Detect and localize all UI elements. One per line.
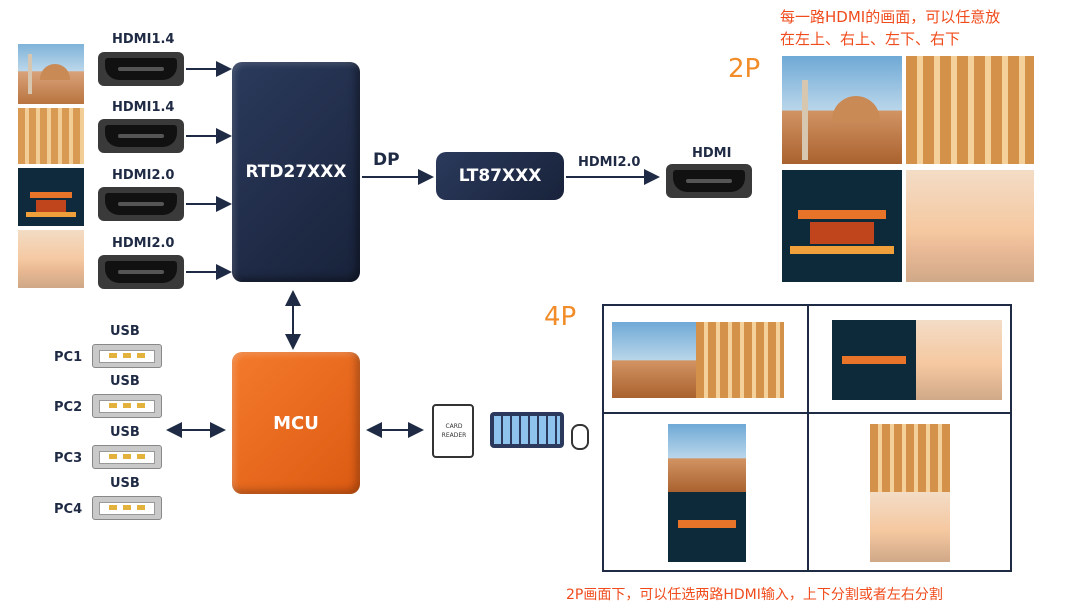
source-image-mosque bbox=[18, 44, 84, 104]
lt-chip: LT87XXX bbox=[436, 152, 564, 200]
quad-1-mosque-palace bbox=[612, 322, 784, 398]
mode-4p-label: 4P bbox=[544, 302, 577, 332]
usb-port-label-pc4: PC4 bbox=[54, 502, 83, 517]
hdmi-input-label-4: HDMI2.0 bbox=[112, 236, 175, 251]
mode-2p-label: 2P bbox=[728, 54, 761, 84]
usb-label: USB bbox=[110, 476, 140, 491]
usb-port-icon bbox=[92, 394, 162, 418]
usb-port-label-pc2: PC2 bbox=[54, 400, 83, 415]
usb-port-label-pc3: PC3 bbox=[54, 451, 83, 466]
preview-2p-mosque bbox=[782, 56, 902, 164]
usb-port-icon bbox=[92, 344, 162, 368]
usb-port-icon bbox=[92, 445, 162, 469]
lt-chip-label: LT87XXX bbox=[458, 166, 542, 186]
hdmi-input-label-1: HDMI1.4 bbox=[112, 32, 175, 47]
mcu-chip: MCU bbox=[232, 352, 360, 494]
card-reader-icon: CARD READER bbox=[432, 404, 474, 458]
dp-link-label: DP bbox=[373, 150, 400, 170]
preview-2p-beach bbox=[906, 170, 1034, 282]
quad-3-mosque-pagoda bbox=[668, 424, 746, 562]
hdmi20-link-label: HDMI2.0 bbox=[578, 155, 641, 170]
hdmi-connector-icon bbox=[98, 255, 184, 289]
source-image-palace bbox=[18, 108, 84, 164]
hdmi-connector-icon bbox=[98, 187, 184, 221]
source-image-pagoda bbox=[18, 168, 84, 226]
mcu-chip-label: MCU bbox=[273, 412, 319, 434]
quad-4-palace-beach bbox=[870, 424, 950, 562]
mouse-icon bbox=[571, 424, 589, 450]
hdmi-connector-icon bbox=[98, 119, 184, 153]
usb-port-icon bbox=[92, 496, 162, 520]
usb-label: USB bbox=[110, 324, 140, 339]
hdmi-connector-icon bbox=[98, 52, 184, 86]
note-4p: 2P画面下，可以任选两路HDMI输入，上下分割或者左右分割 bbox=[566, 587, 943, 603]
hdmi-input-label-2: HDMI1.4 bbox=[112, 100, 175, 115]
keyboard-icon bbox=[490, 412, 564, 448]
source-image-beach bbox=[18, 230, 84, 288]
layout-4p-grid bbox=[602, 304, 1012, 572]
usb-label: USB bbox=[110, 374, 140, 389]
preview-2p-palace bbox=[906, 56, 1034, 164]
note-2p: 每一路HDMI的画面，可以任意放 在左上、右上、左下、右下 bbox=[780, 8, 1001, 48]
rtd-chip: RTD27XXX bbox=[232, 62, 360, 282]
hdmi-output-label: HDMI bbox=[692, 146, 732, 161]
card-reader-label: CARD READER bbox=[441, 423, 467, 439]
preview-2p-pagoda bbox=[782, 170, 902, 282]
quad-2-pagoda-beach bbox=[832, 320, 1002, 400]
rtd-chip-label: RTD27XXX bbox=[245, 162, 347, 182]
usb-port-label-pc1: PC1 bbox=[54, 350, 83, 365]
hdmi-output-connector-icon bbox=[666, 164, 752, 198]
hdmi-input-label-3: HDMI2.0 bbox=[112, 168, 175, 183]
usb-label: USB bbox=[110, 425, 140, 440]
